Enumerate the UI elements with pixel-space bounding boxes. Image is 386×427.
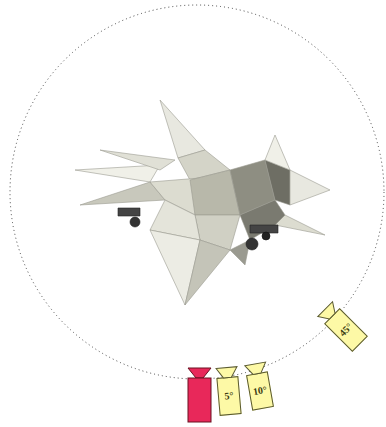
camera-lens [317, 301, 340, 324]
camera-orbit [10, 5, 384, 379]
camera-lens [216, 366, 239, 379]
reference-camera [188, 368, 211, 422]
camera-box: 10° [246, 371, 274, 410]
aircraft-model [75, 100, 330, 305]
camera-lens [244, 362, 268, 377]
angle-label: 5° [224, 391, 234, 402]
angle-label: 10° [252, 385, 268, 397]
camera-box: 5° [216, 376, 241, 416]
angle-label: 45° [338, 322, 355, 339]
camera-box: 45° [324, 308, 368, 352]
